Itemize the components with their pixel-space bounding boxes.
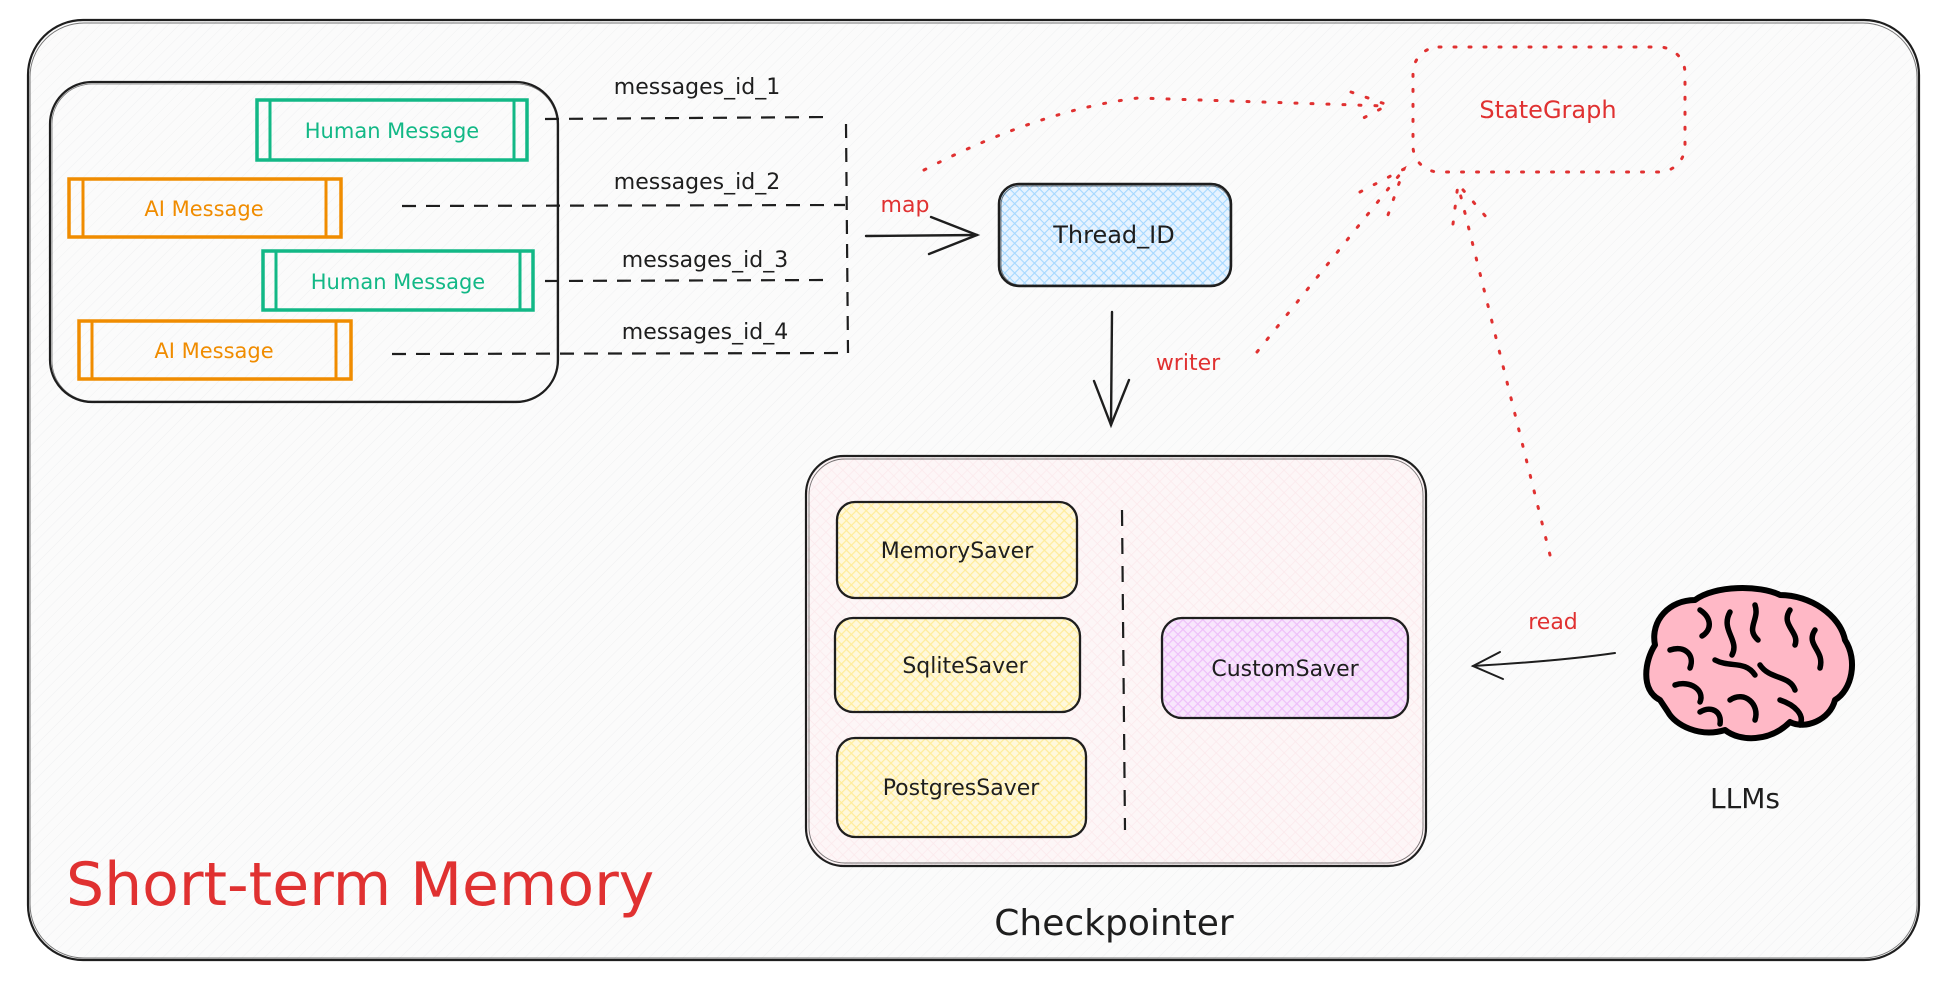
writer-label: writer <box>1156 351 1221 376</box>
brain-icon <box>1643 585 1855 742</box>
message-id-connectors <box>391 115 850 356</box>
state-graph-node[interactable]: StateGraph <box>1411 45 1687 174</box>
message-human-2[interactable]: Human Message <box>261 249 535 312</box>
saver-label: CustomSaver <box>1211 657 1359 682</box>
saver-label: PostgresSaver <box>883 776 1041 801</box>
saver-custom[interactable]: CustomSaver <box>1160 616 1410 720</box>
llm-label: LLMs <box>1710 782 1780 815</box>
thread-to-stategraph-arrow <box>922 90 1392 172</box>
connector-2 <box>401 203 846 208</box>
message-human-1[interactable]: Human Message <box>255 98 529 162</box>
saver-memory[interactable]: MemorySaver <box>835 500 1079 600</box>
connector-4 <box>391 351 849 356</box>
message-id-label-1: messages_id_1 <box>614 75 780 100</box>
read-arrow <box>1470 651 1616 680</box>
message-ai-2[interactable]: AI Message <box>77 319 353 381</box>
message-id-label-3: messages_id_3 <box>622 248 788 273</box>
saver-divider <box>1120 509 1127 831</box>
thread-id-label: Thread_ID <box>1052 221 1174 249</box>
message-ai-1[interactable]: AI Message <box>67 177 343 239</box>
writer-to-stategraph-arrow <box>1255 165 1407 354</box>
message-id-label-4: messages_id_4 <box>622 320 788 345</box>
thread-id-node[interactable]: Thread_ID <box>997 182 1233 288</box>
read-to-stategraph-arrow <box>1451 180 1552 557</box>
message-id-label-2: messages_id_2 <box>614 170 780 195</box>
read-label: read <box>1528 610 1578 635</box>
map-arrow <box>864 215 981 256</box>
diagram-title: Short-term Memory <box>66 850 654 920</box>
map-label: map <box>881 193 930 218</box>
messages-container <box>48 80 560 404</box>
state-graph-label: StateGraph <box>1479 96 1616 124</box>
checkpointer-label: Checkpointer <box>994 903 1234 944</box>
writer-arrow <box>1092 310 1131 429</box>
saver-postgres[interactable]: PostgresSaver <box>835 736 1088 839</box>
message-label: AI Message <box>154 339 273 363</box>
message-label: Human Message <box>305 119 479 143</box>
saver-sqlite[interactable]: SqliteSaver <box>833 616 1082 714</box>
saver-label: MemorySaver <box>881 539 1034 564</box>
saver-label: SqliteSaver <box>902 654 1028 679</box>
message-label: Human Message <box>311 270 485 294</box>
message-label: AI Message <box>144 197 263 221</box>
